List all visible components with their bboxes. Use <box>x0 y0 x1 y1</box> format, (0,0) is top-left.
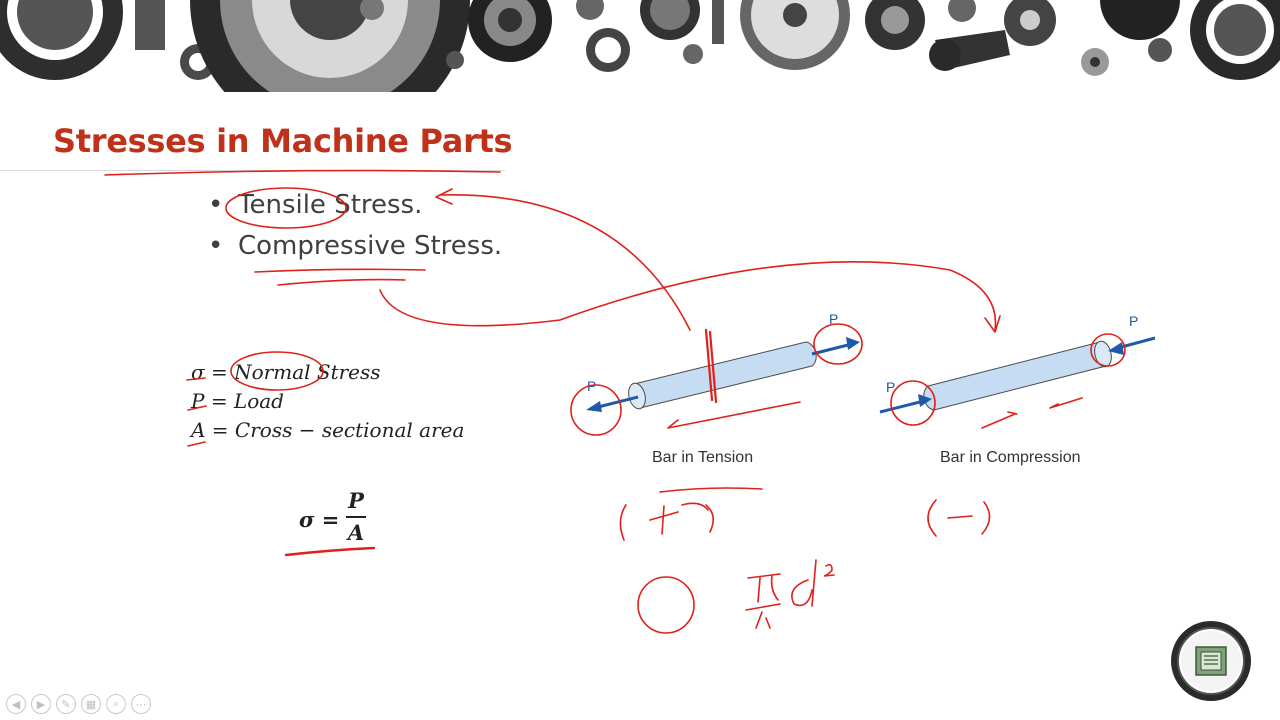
next-slide-icon[interactable]: ▶ <box>31 694 51 714</box>
tension-load-label-right: P <box>829 311 838 327</box>
pen-icon[interactable]: ✎ <box>56 694 76 714</box>
more-options-icon[interactable]: ⋯ <box>131 694 151 714</box>
formula-fraction: P A <box>346 488 366 546</box>
compression-load-label-left: P <box>886 379 895 395</box>
compression-bar <box>923 341 1111 411</box>
caption-bar-in-tension: Bar in Tension <box>652 449 754 466</box>
caption-bar-in-compression: Bar in Compression <box>940 449 1081 466</box>
definition-cross-sectional-area: A = Cross − sectional area <box>191 418 465 442</box>
tension-bar <box>629 341 817 409</box>
machine-parts-banner <box>0 0 1280 92</box>
slide-sorter-icon[interactable]: ▦ <box>81 694 101 714</box>
zoom-icon[interactable]: ⌕ <box>106 694 126 714</box>
bar-in-compression-figure: P P <box>879 313 1156 414</box>
previous-slide-icon[interactable]: ◀ <box>6 694 26 714</box>
formula-numerator: P <box>348 488 364 513</box>
formula-lhs: σ = <box>299 507 340 532</box>
slideshow-controls: ◀ ▶ ✎ ▦ ⌕ ⋯ <box>6 694 151 714</box>
university-logo <box>1171 621 1251 701</box>
tension-right-arrow <box>811 342 853 356</box>
formula-denominator: A <box>347 520 365 545</box>
tension-load-label-left: P <box>587 378 596 394</box>
compression-left-arrow <box>879 399 925 414</box>
bar-in-tension-figure: P P <box>586 311 860 412</box>
compression-load-label-right: P <box>1129 313 1138 329</box>
slide-title: Stresses in Machine Parts <box>53 122 513 160</box>
fraction-bar <box>346 516 366 518</box>
